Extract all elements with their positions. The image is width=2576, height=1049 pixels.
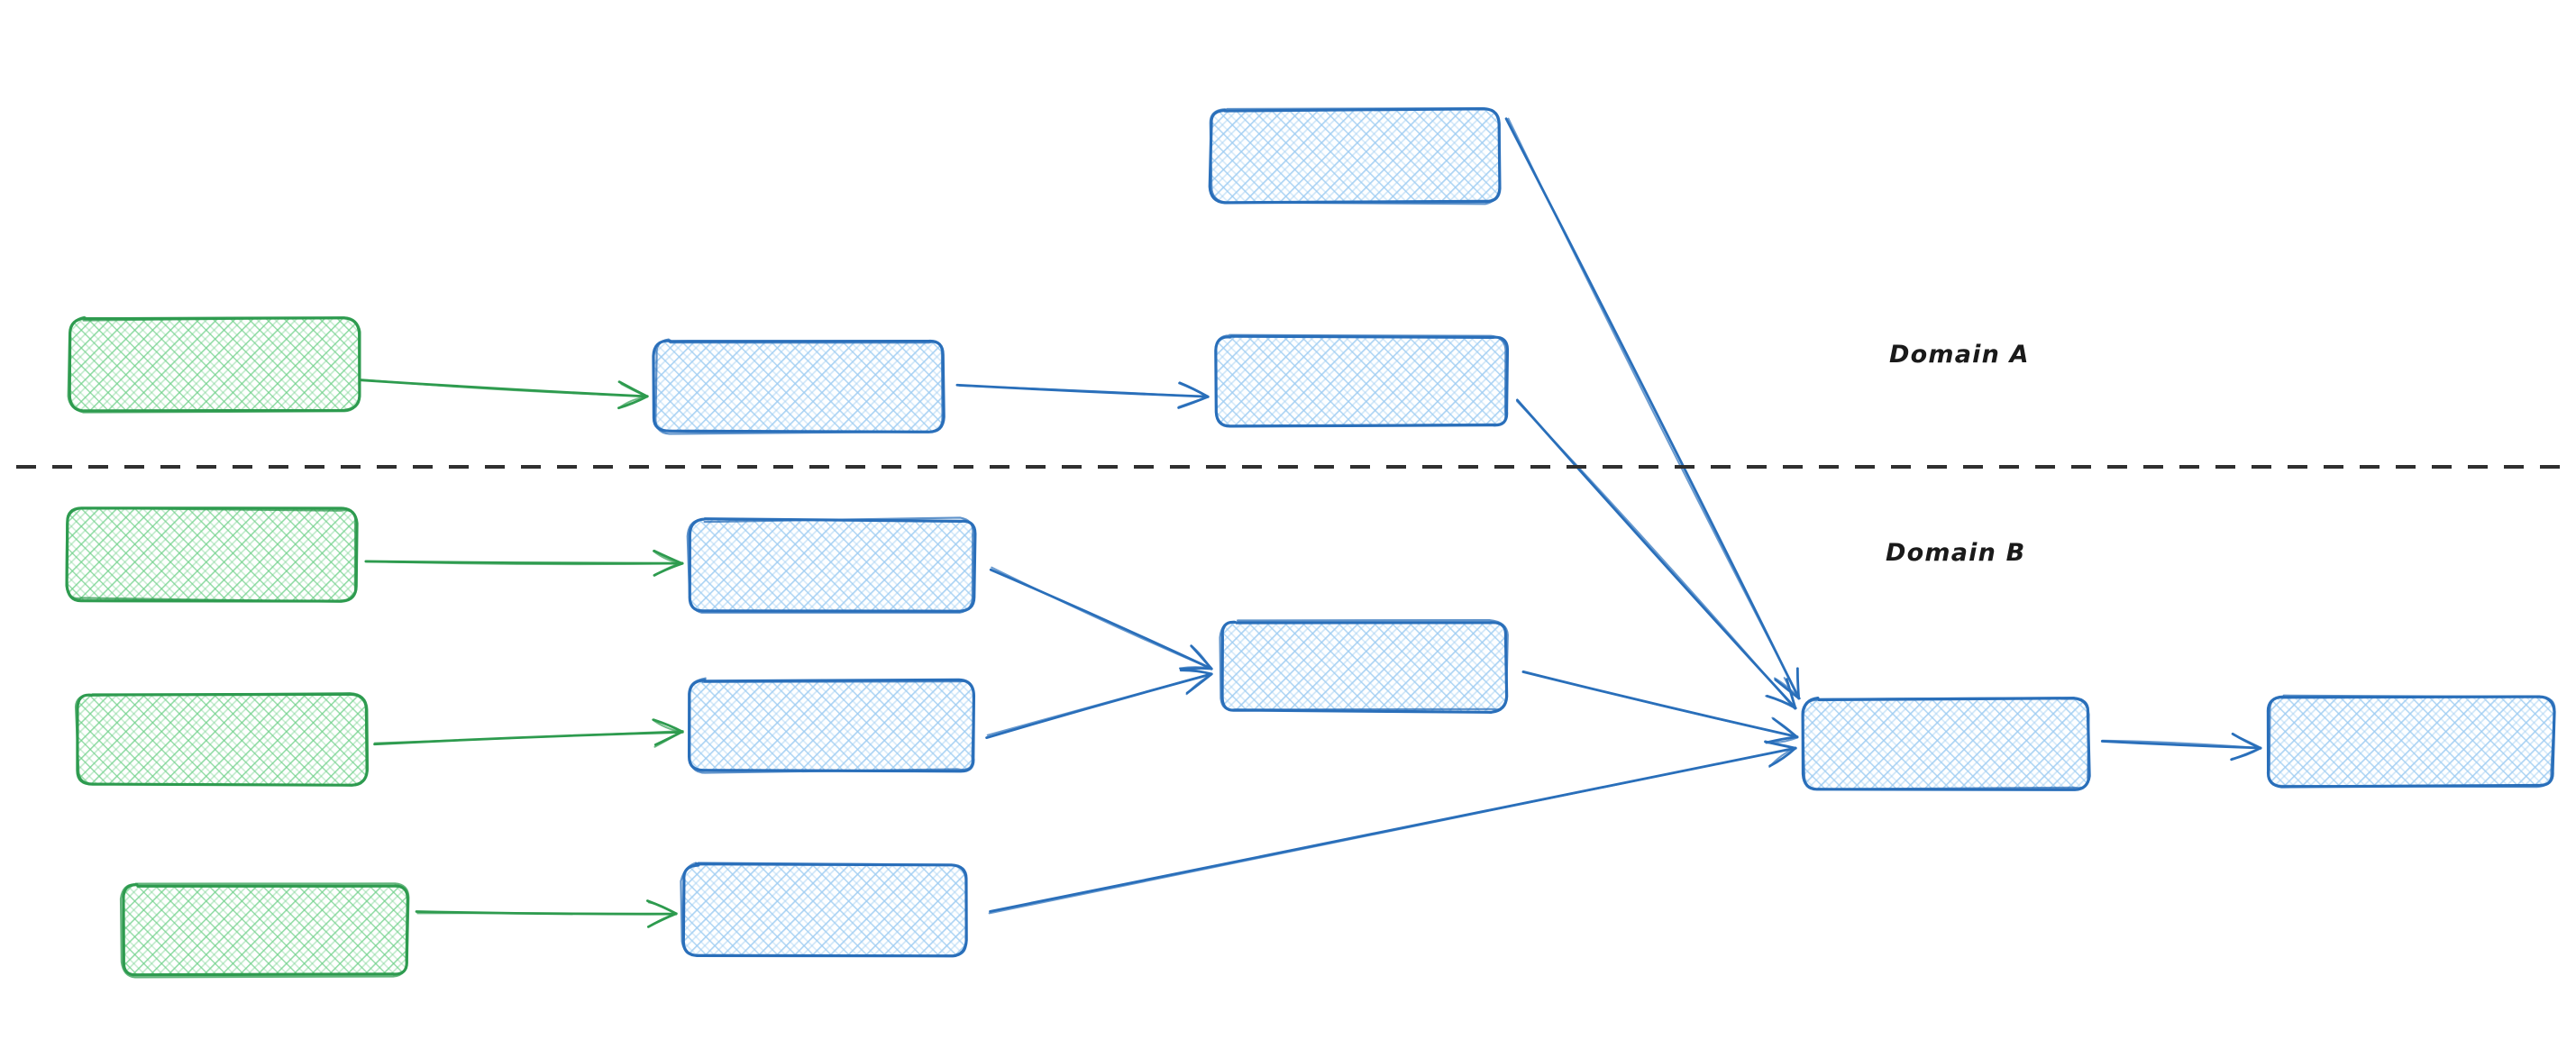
green-node-box[interactable] xyxy=(119,882,410,979)
blue-node-box[interactable] xyxy=(686,516,977,614)
flow-arrow xyxy=(358,379,649,410)
flow-arrow xyxy=(364,549,684,577)
blue-node-box[interactable] xyxy=(2266,694,2556,789)
blue-node-box[interactable] xyxy=(1214,333,1510,428)
green-node-box[interactable] xyxy=(67,315,361,414)
flow-arrow xyxy=(415,899,678,928)
flow-arrow xyxy=(373,718,684,748)
green-node-box[interactable] xyxy=(65,506,359,603)
blue-node-box[interactable] xyxy=(1219,619,1509,714)
flow-arrow xyxy=(988,740,1797,915)
nodes-layer xyxy=(65,106,2556,979)
flow-arrow xyxy=(1515,398,1797,710)
blue-node-box[interactable] xyxy=(687,677,976,774)
flow-arrow xyxy=(1521,670,1799,744)
blue-node-box[interactable] xyxy=(1208,106,1502,205)
flow-arrow xyxy=(955,381,1210,409)
blue-node-box[interactable] xyxy=(1801,697,2091,791)
flow-arrow xyxy=(2100,732,2262,762)
domain-a-label: Domain A xyxy=(1889,341,2030,369)
edges-layer xyxy=(358,117,2262,928)
domain-b-label: Domain B xyxy=(1886,539,2026,567)
flow-arrow xyxy=(1504,117,1801,700)
flow-arrow xyxy=(985,667,1213,740)
blue-node-box[interactable] xyxy=(680,862,968,958)
flow-arrow xyxy=(989,566,1213,670)
blue-node-box[interactable] xyxy=(652,338,945,435)
green-node-box[interactable] xyxy=(74,692,370,787)
